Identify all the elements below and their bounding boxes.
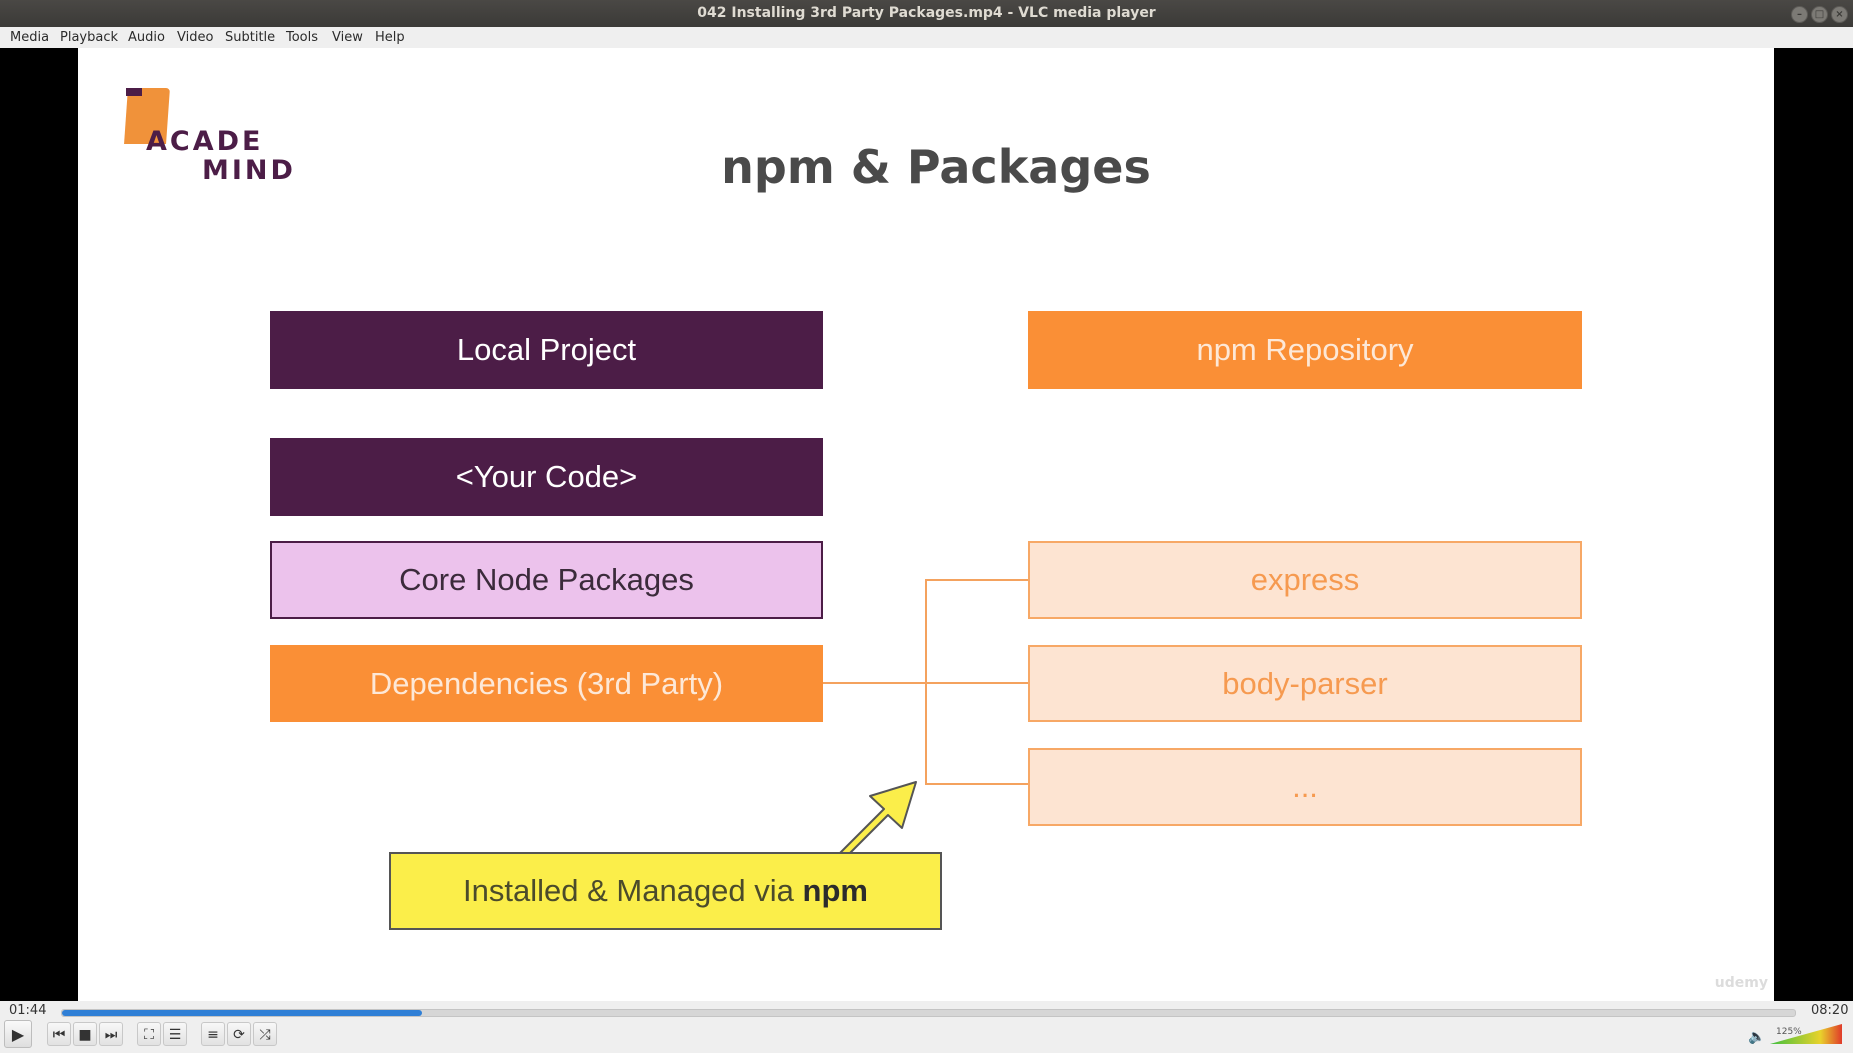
menu-playback[interactable]: Playback xyxy=(60,30,119,45)
stop-button[interactable]: ■ xyxy=(73,1022,97,1046)
play-button[interactable]: ▶ xyxy=(4,1020,32,1048)
extended-settings-icon: ☰ xyxy=(168,1027,182,1043)
body-parser-box: body-parser xyxy=(1028,645,1582,722)
menu-video[interactable]: Video xyxy=(177,30,214,45)
installed-via-npm-box: Installed & Managed via npm xyxy=(389,852,942,930)
next-button[interactable]: ⏭ xyxy=(99,1022,123,1046)
dependencies-box: Dependencies (3rd Party) xyxy=(270,645,823,722)
playlist-icon: ≡ xyxy=(207,1027,219,1043)
shuffle-icon: ⤮ xyxy=(259,1027,271,1043)
extended-settings-button[interactable]: ☰ xyxy=(163,1022,187,1046)
menu-bar: Media Playback Audio Video Subtitle Tool… xyxy=(0,27,1853,49)
title-bar: 042 Installing 3rd Party Packages.mp4 - … xyxy=(0,0,1853,27)
your-code-box: <Your Code> xyxy=(270,438,823,516)
video-frame: ACADE MIND npm & Packages Local Project … xyxy=(78,48,1774,1001)
more-packages-box: ... xyxy=(1028,748,1582,826)
menu-view[interactable]: View xyxy=(332,30,363,45)
udemy-watermark: udemy xyxy=(1714,975,1768,991)
slide-title: npm & Packages xyxy=(721,140,1151,194)
shuffle-button[interactable]: ⤮ xyxy=(253,1022,277,1046)
npm-repository-box: npm Repository xyxy=(1028,311,1582,389)
video-area[interactable]: ACADE MIND npm & Packages Local Project … xyxy=(0,48,1853,1001)
player-controls: 01:44 08:20 ▶ ⏮ ■ ⏭ ⛶ ☰ ≡ ⟳ ⤮ 🔈 125% xyxy=(0,1001,1853,1053)
volume-slider[interactable] xyxy=(1770,1024,1842,1044)
previous-button[interactable]: ⏮ xyxy=(47,1022,71,1046)
npm-bold-text: npm xyxy=(802,873,868,908)
connector-express xyxy=(925,579,1028,581)
menu-media[interactable]: Media xyxy=(10,30,50,45)
next-icon: ⏭ xyxy=(104,1027,118,1043)
volume-percent: 125% xyxy=(1776,1027,1802,1037)
menu-tools[interactable]: Tools xyxy=(286,30,319,45)
menu-subtitle[interactable]: Subtitle xyxy=(225,30,276,45)
fullscreen-icon: ⛶ xyxy=(144,1027,154,1043)
loop-button[interactable]: ⟳ xyxy=(227,1022,251,1046)
installed-text: Installed & Managed via xyxy=(463,873,803,908)
core-node-packages-box: Core Node Packages xyxy=(270,541,823,619)
previous-icon: ⏮ xyxy=(52,1027,66,1043)
volume-icon[interactable]: 🔈 xyxy=(1748,1029,1766,1045)
maximize-icon[interactable]: □ xyxy=(1811,6,1828,23)
play-icon: ▶ xyxy=(11,1025,25,1044)
local-project-box: Local Project xyxy=(270,311,823,389)
seek-progress xyxy=(62,1010,423,1016)
stop-icon: ■ xyxy=(78,1027,92,1043)
logo-text-line1: ACADE xyxy=(146,126,264,157)
logo-text-line2: MIND xyxy=(202,155,296,186)
fullscreen-button[interactable]: ⛶ xyxy=(137,1022,161,1046)
elapsed-time[interactable]: 01:44 xyxy=(9,1003,47,1018)
logo-mark-tab xyxy=(126,88,142,96)
connector-vertical xyxy=(925,579,927,785)
loop-icon: ⟳ xyxy=(233,1027,245,1043)
close-icon[interactable]: × xyxy=(1831,6,1848,23)
minimize-icon[interactable]: – xyxy=(1791,6,1808,23)
total-time[interactable]: 08:20 xyxy=(1811,1003,1849,1018)
express-box: express xyxy=(1028,541,1582,619)
menu-audio[interactable]: Audio xyxy=(128,30,165,45)
playlist-button[interactable]: ≡ xyxy=(201,1022,225,1046)
connector-more xyxy=(925,783,1028,785)
window-title: 042 Installing 3rd Party Packages.mp4 - … xyxy=(697,5,1156,21)
menu-help[interactable]: Help xyxy=(375,30,405,45)
seek-slider[interactable] xyxy=(61,1009,1796,1017)
